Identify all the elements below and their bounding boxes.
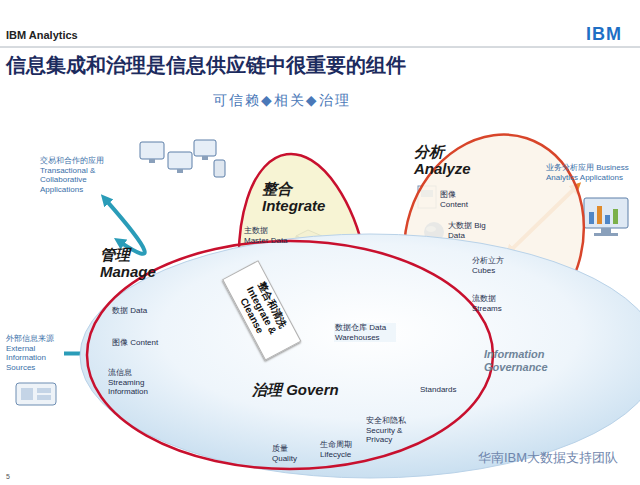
security-item: 安全和隐私 Security & Privacy xyxy=(366,416,418,445)
content-source: 图像 Content xyxy=(440,190,482,209)
node-label: 图像 Content xyxy=(440,190,482,209)
external-source: 外部信息来源 External Information Sources xyxy=(6,334,64,372)
content-source: 图像 Content xyxy=(112,338,158,348)
node-label: 交易和合作的应用 Transactional & Collaborative A… xyxy=(40,156,128,194)
apps-icon xyxy=(168,152,192,169)
node-label: 数据仓库 Data Warehouses xyxy=(334,323,396,342)
apps-icon xyxy=(140,142,164,159)
streams: 流数据 Streams xyxy=(472,294,514,313)
external-icon xyxy=(16,383,56,405)
watermark: 华南IBM大数据支持团队 xyxy=(478,449,618,467)
cleanse-band: 整合和清洗 Integrate & Cleanse xyxy=(223,260,302,360)
apps-icon xyxy=(177,169,183,173)
application-group: 交易和合作的应用 Transactional & Collaborative A… xyxy=(40,156,128,194)
node-label: 外部信息来源 External Information Sources xyxy=(6,334,64,372)
header-rule xyxy=(0,47,640,48)
header-rule xyxy=(0,47,640,48)
node-label: Standards xyxy=(420,385,456,395)
business-app-icon xyxy=(605,215,610,224)
node-label: 图像 Content xyxy=(112,338,158,348)
external-icon xyxy=(16,383,56,405)
apps-icon xyxy=(140,140,225,177)
external-icon xyxy=(37,388,51,393)
region-title: 分析 Analyze xyxy=(414,143,486,178)
node-label: 生命周期 Lifecycle xyxy=(320,440,366,459)
node-label: 质量 Quality xyxy=(272,444,308,463)
governance-region: Information Governance 治理 Govern 数据 Data 图像… xyxy=(78,234,640,482)
quality-item: 质量 Quality xyxy=(272,444,308,463)
apps-icon xyxy=(214,160,225,177)
business-app-icon xyxy=(589,212,594,224)
region-ellipse xyxy=(80,234,640,478)
flow-connector xyxy=(106,200,145,254)
business-app-icon xyxy=(601,228,611,233)
subtitle: 可信赖◆相关◆治理 xyxy=(213,92,351,110)
node-label: 数据 Data xyxy=(112,306,147,316)
node-label: 分析立方 Cubes xyxy=(472,256,518,275)
node-label: 流数据 Streams xyxy=(472,294,514,313)
streaming-source: 流信息 Streaming Information xyxy=(108,368,163,397)
slide-title: 信息集成和治理是信息供应链中很重要的组件 xyxy=(6,52,406,79)
standards-item: Standards xyxy=(420,385,456,395)
apps-icon xyxy=(149,159,155,163)
business-app-icon xyxy=(613,209,618,224)
node-label: 业务分析应用 Business Analytics Applications xyxy=(546,163,636,182)
application-group: 业务分析应用 Business Analytics Applications xyxy=(546,163,636,182)
master-data: 主数据 Master Data xyxy=(244,226,292,245)
region-title: Information Governance xyxy=(484,348,566,374)
cubes: 分析立方 Cubes xyxy=(472,256,518,275)
logo-text: IBM xyxy=(586,24,622,45)
region-label: 管理 Manage xyxy=(100,246,162,281)
page-number: 5 xyxy=(6,473,10,480)
node-label: 流信息 Streaming Information xyxy=(108,368,163,397)
brand-label: IBM Analytics xyxy=(6,29,78,41)
node-label: 整合和清洗 Integrate & Cleanse xyxy=(227,265,297,355)
external-icon xyxy=(21,388,33,400)
node-label: 安全和隐私 Security & Privacy xyxy=(366,416,418,445)
business-app-icon xyxy=(584,198,628,228)
data-warehouse: 数据仓库 Data Warehouses xyxy=(334,323,396,342)
node-label: 主数据 Master Data xyxy=(244,226,292,245)
data-source: 数据 Data xyxy=(112,306,147,316)
apps-icon xyxy=(202,156,208,160)
business-app-icon xyxy=(594,233,618,236)
lifecycle-item: 生命周期 Lifecycle xyxy=(320,440,366,459)
external-icon xyxy=(37,395,51,400)
big-data: 大数据 Big Data xyxy=(448,221,490,240)
apps-icon xyxy=(194,140,216,156)
region-title: 治理 Govern xyxy=(252,381,339,398)
node-label: 大数据 Big Data xyxy=(448,221,490,240)
region-ellipse xyxy=(87,241,493,469)
region-title: 整合 Integrate xyxy=(262,180,340,215)
business-app-icon xyxy=(584,198,628,236)
business-app-icon xyxy=(597,206,602,224)
